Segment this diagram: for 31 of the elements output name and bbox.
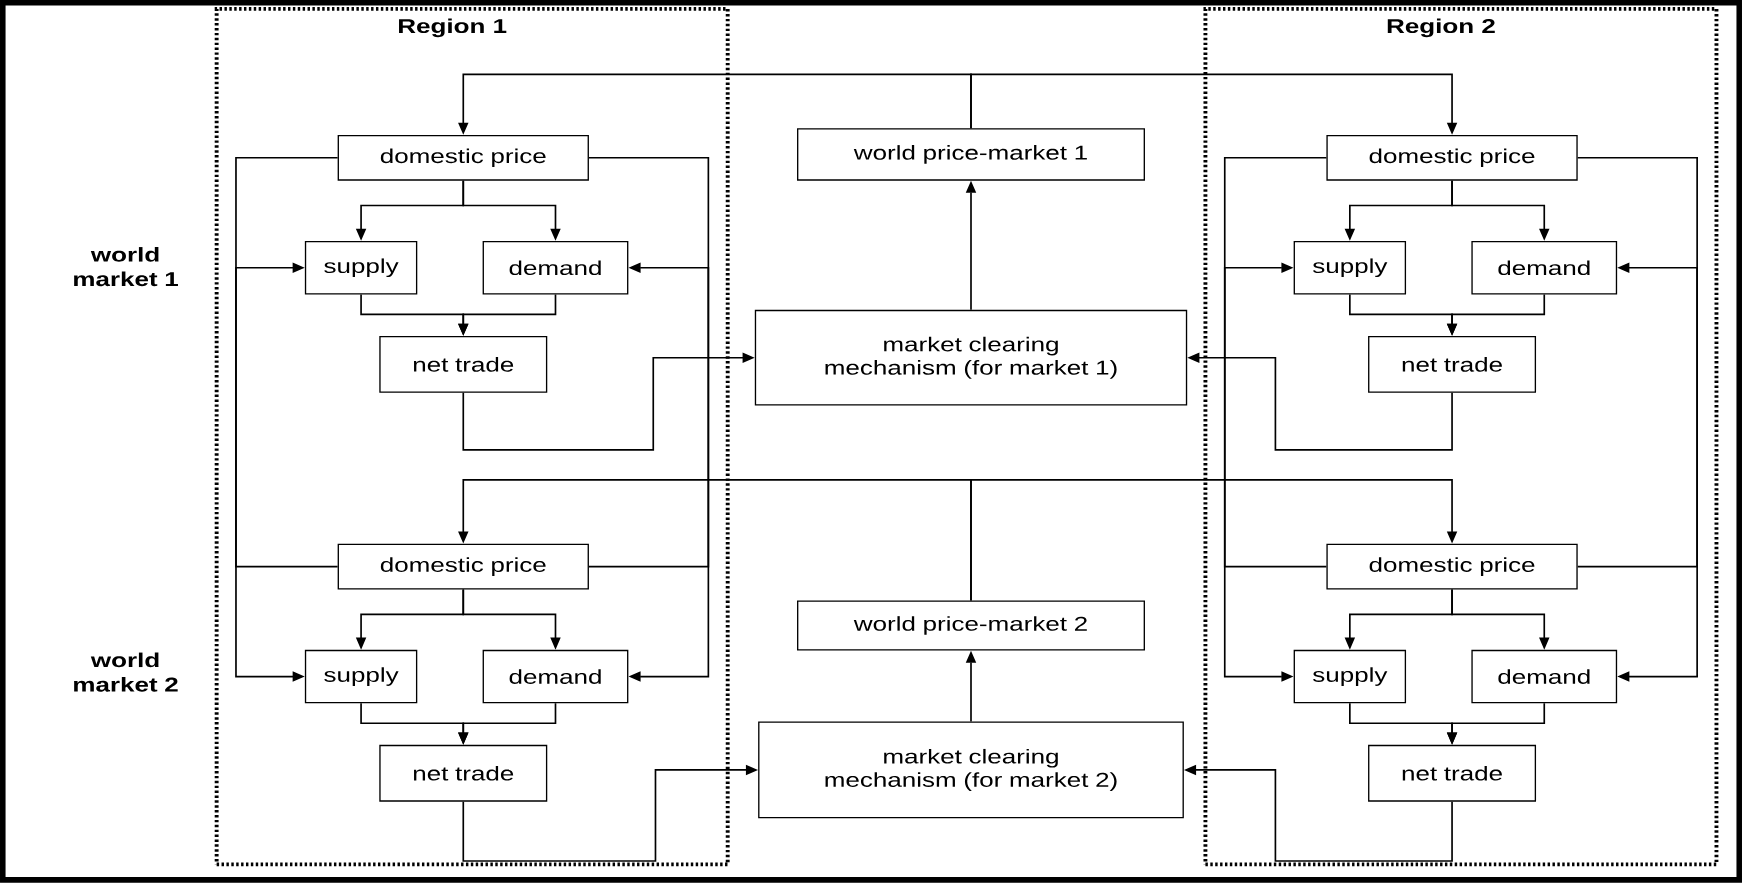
arrow bbox=[970, 479, 1458, 602]
arrow bbox=[1223, 156, 1328, 682]
process-box: supply bbox=[1293, 649, 1407, 704]
process-box: demand bbox=[482, 649, 629, 704]
process-box: demand bbox=[482, 240, 629, 295]
process-box: world price-market 1 bbox=[797, 128, 1145, 181]
arrow bbox=[1576, 262, 1698, 568]
arrow bbox=[235, 262, 339, 568]
process-box: domestic price bbox=[337, 543, 589, 590]
process-box: supply bbox=[304, 649, 418, 704]
process-box: market clearing mechanism (for market 2) bbox=[758, 721, 1184, 819]
arrow bbox=[235, 156, 339, 682]
process-box: domestic price bbox=[1326, 543, 1578, 590]
row-label: world market 2 bbox=[74, 652, 178, 692]
arrow bbox=[1223, 262, 1328, 568]
process-box: market clearing mechanism (for market 1) bbox=[754, 309, 1188, 406]
arrow bbox=[588, 156, 710, 682]
process-box: supply bbox=[304, 240, 418, 295]
process-box: net trade bbox=[379, 744, 548, 802]
process-box: net trade bbox=[1368, 335, 1537, 393]
process-box: supply bbox=[1293, 240, 1407, 295]
process-box: demand bbox=[1471, 240, 1618, 295]
arrow bbox=[1576, 156, 1698, 682]
row-label: world market 1 bbox=[74, 246, 178, 287]
process-box: domestic price bbox=[1326, 134, 1578, 181]
process-box: demand bbox=[1471, 649, 1618, 704]
process-box: domestic price bbox=[337, 134, 589, 181]
process-box: net trade bbox=[1368, 744, 1537, 802]
arrow bbox=[588, 262, 710, 568]
process-box: net trade bbox=[379, 335, 548, 393]
process-box: world price-market 2 bbox=[797, 600, 1145, 651]
